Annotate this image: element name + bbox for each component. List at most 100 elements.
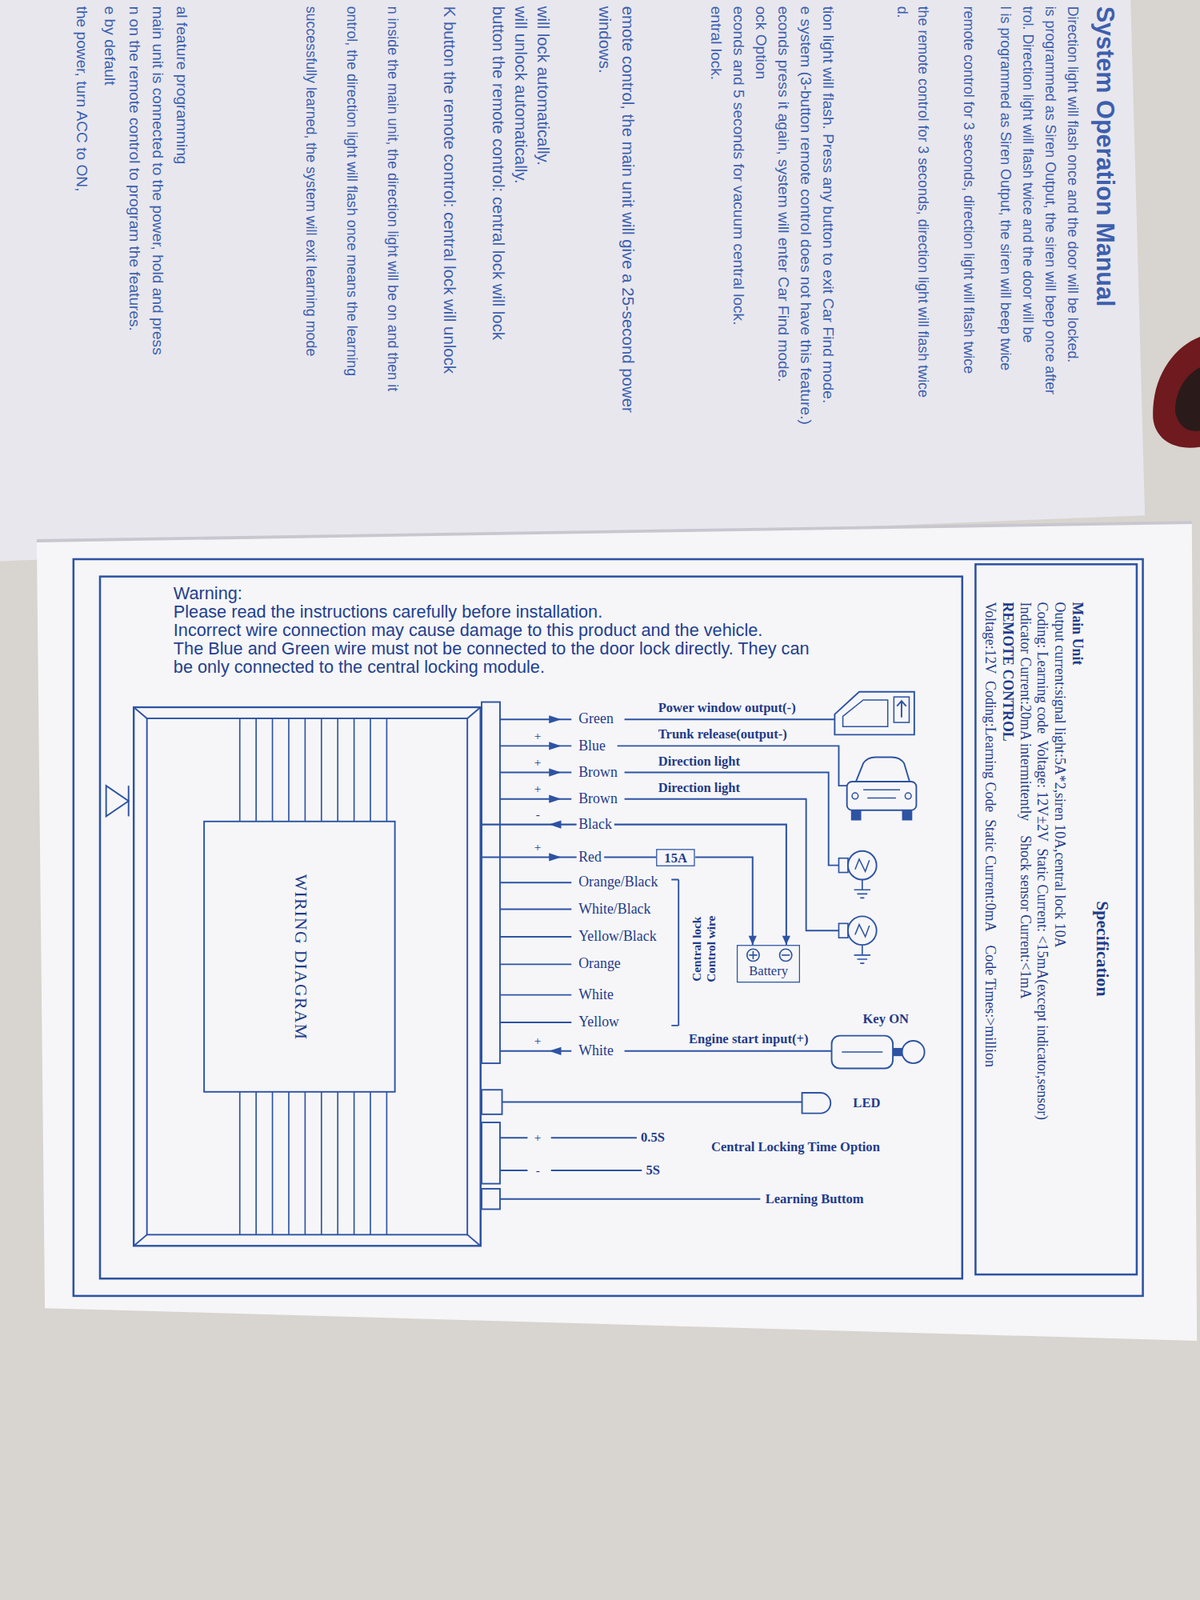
ignition-slot bbox=[841, 1051, 883, 1053]
label-panel bbox=[204, 821, 396, 1092]
wire-color: Brown bbox=[578, 791, 618, 808]
housing-inner bbox=[147, 718, 468, 1235]
brown-wire bbox=[624, 799, 840, 932]
manual-text: will lock automatically. bbox=[533, 6, 552, 166]
right-page bbox=[36, 522, 1197, 1341]
led-connector bbox=[481, 1089, 503, 1115]
spec-text: REMOTE CONTROL bbox=[999, 602, 1016, 742]
wire-function: Direction light bbox=[658, 780, 740, 796]
outer-frame bbox=[73, 559, 1144, 1296]
manual-text: l is programmed as Siren Output, the sir… bbox=[997, 6, 1015, 372]
wire-color: Red bbox=[576, 848, 604, 866]
bulb-symbol bbox=[848, 851, 877, 880]
manual-text: K button the remote control: central loc… bbox=[439, 6, 458, 374]
time-value: 5S bbox=[645, 1162, 660, 1178]
wire-color: White bbox=[578, 1043, 614, 1060]
manual-text: the remote control for 3 seconds, direct… bbox=[915, 6, 932, 398]
manual-text: econds and 5 seconds for vacuum central … bbox=[729, 6, 748, 326]
arrow-head bbox=[782, 936, 791, 945]
manual-text: entral lock. bbox=[707, 6, 725, 81]
button-label: Learning Buttom bbox=[765, 1191, 864, 1207]
manual-text: e by default bbox=[101, 6, 120, 86]
spec-text: Voltage:12V Coding:Learning Code Static … bbox=[981, 602, 999, 1068]
battery-box: Battery bbox=[736, 944, 800, 983]
white-wire bbox=[624, 1050, 832, 1052]
pin-wires bbox=[500, 719, 572, 1052]
wire-color: Yellow/Black bbox=[578, 928, 656, 946]
warning-text: Warning: bbox=[173, 584, 243, 604]
manual-text: will unlock automatically. bbox=[511, 6, 530, 184]
central-lock-bracket bbox=[671, 879, 679, 1025]
wire-color: White bbox=[578, 986, 614, 1004]
battery-terminals bbox=[737, 945, 800, 964]
main-unit: WIRING DIAGRAM bbox=[132, 706, 482, 1248]
manual-text: Direction light will flash once and the … bbox=[1065, 6, 1083, 364]
manual-text: ontrol, the direction light will flash o… bbox=[344, 6, 361, 377]
ignition-switch bbox=[832, 1036, 894, 1069]
manual-text: e system (3-button remote control does n… bbox=[796, 6, 815, 425]
warning-text: Incorrect wire connection may cause dama… bbox=[173, 621, 763, 640]
polarity-sign: + bbox=[534, 781, 542, 796]
wire-connector bbox=[481, 856, 656, 858]
wire-function: Trunk release(output-) bbox=[658, 727, 788, 743]
manual-text: econds press it again, system will enter… bbox=[774, 6, 792, 383]
triangle-symbol bbox=[106, 785, 129, 816]
spec-box: SpecificationMain UnitOutput current:sig… bbox=[974, 563, 1138, 1276]
diagram-frame bbox=[100, 576, 963, 1280]
key-head bbox=[902, 1040, 925, 1064]
ground-symbol bbox=[854, 879, 871, 898]
option-connector bbox=[481, 1122, 500, 1184]
wire-connector-block bbox=[481, 702, 500, 1064]
blue-wire bbox=[617, 745, 848, 786]
bulb-filament bbox=[855, 859, 870, 872]
option-label: Central Locking Time Option bbox=[711, 1139, 880, 1155]
manual-text: d. bbox=[895, 6, 912, 19]
wire-function: Power window output(-) bbox=[658, 700, 796, 716]
polarity-sign: + bbox=[534, 1033, 542, 1048]
polarity-sign: + bbox=[534, 728, 542, 744]
trunk-lines bbox=[863, 789, 900, 798]
wire-color: Blue bbox=[578, 737, 606, 755]
wire-connector bbox=[481, 824, 791, 946]
car-wheel bbox=[902, 810, 913, 821]
battery-label: Battery bbox=[748, 963, 788, 979]
terminal-ring bbox=[747, 948, 760, 961]
plus-mark bbox=[748, 951, 757, 960]
left-page bbox=[0, 0, 1145, 562]
manual-text: n inside the main unit, the direction li… bbox=[384, 6, 402, 392]
manual-text: main unit is connected to the power, hol… bbox=[149, 6, 168, 356]
window-icon bbox=[834, 692, 914, 736]
wire-color: Brown bbox=[578, 764, 618, 781]
tail-light bbox=[852, 792, 859, 800]
bulb-socket bbox=[838, 923, 848, 938]
polarity-sign: - bbox=[536, 807, 540, 822]
spec-text: Indicator Current:20mA intermittently Sh… bbox=[1016, 602, 1033, 1000]
page-heading: System Operation Manual bbox=[1091, 6, 1120, 308]
spec-text: Main Unit bbox=[1068, 602, 1085, 666]
red-cable bbox=[1152, 336, 1200, 448]
wire-color: Orange/Black bbox=[578, 874, 658, 892]
arrow-head bbox=[748, 936, 757, 945]
terminal-ring bbox=[779, 948, 792, 961]
wire-line bbox=[481, 856, 656, 858]
triangle-bar bbox=[128, 785, 130, 816]
positive-terminal bbox=[747, 948, 760, 961]
output-arrows bbox=[548, 715, 561, 861]
negative-terminal bbox=[779, 948, 792, 961]
input-arrows bbox=[548, 820, 561, 1056]
page-edge bbox=[36, 522, 1192, 541]
manual-text: tion light will flash. Press any button … bbox=[820, 6, 838, 404]
manual-text: remote control for 3 seconds, direction … bbox=[960, 6, 978, 375]
manual-text: ock Option bbox=[752, 6, 770, 80]
manual-text: n on the remote control to program the f… bbox=[125, 6, 144, 332]
unit-title: WIRING DIAGRAM bbox=[289, 873, 311, 1040]
ground-symbol bbox=[854, 944, 871, 964]
window-glass bbox=[843, 700, 888, 727]
cable-shadow bbox=[1175, 367, 1200, 432]
spec-text: Output current:signal light:5A*2,siren 1… bbox=[1051, 602, 1068, 948]
warning-text: Please read the instructions carefully b… bbox=[173, 603, 603, 622]
bulb-socket bbox=[838, 858, 848, 873]
manual-text: button the remote control: central lock … bbox=[488, 6, 507, 340]
wire-function: Engine start input(+) bbox=[688, 1032, 808, 1048]
